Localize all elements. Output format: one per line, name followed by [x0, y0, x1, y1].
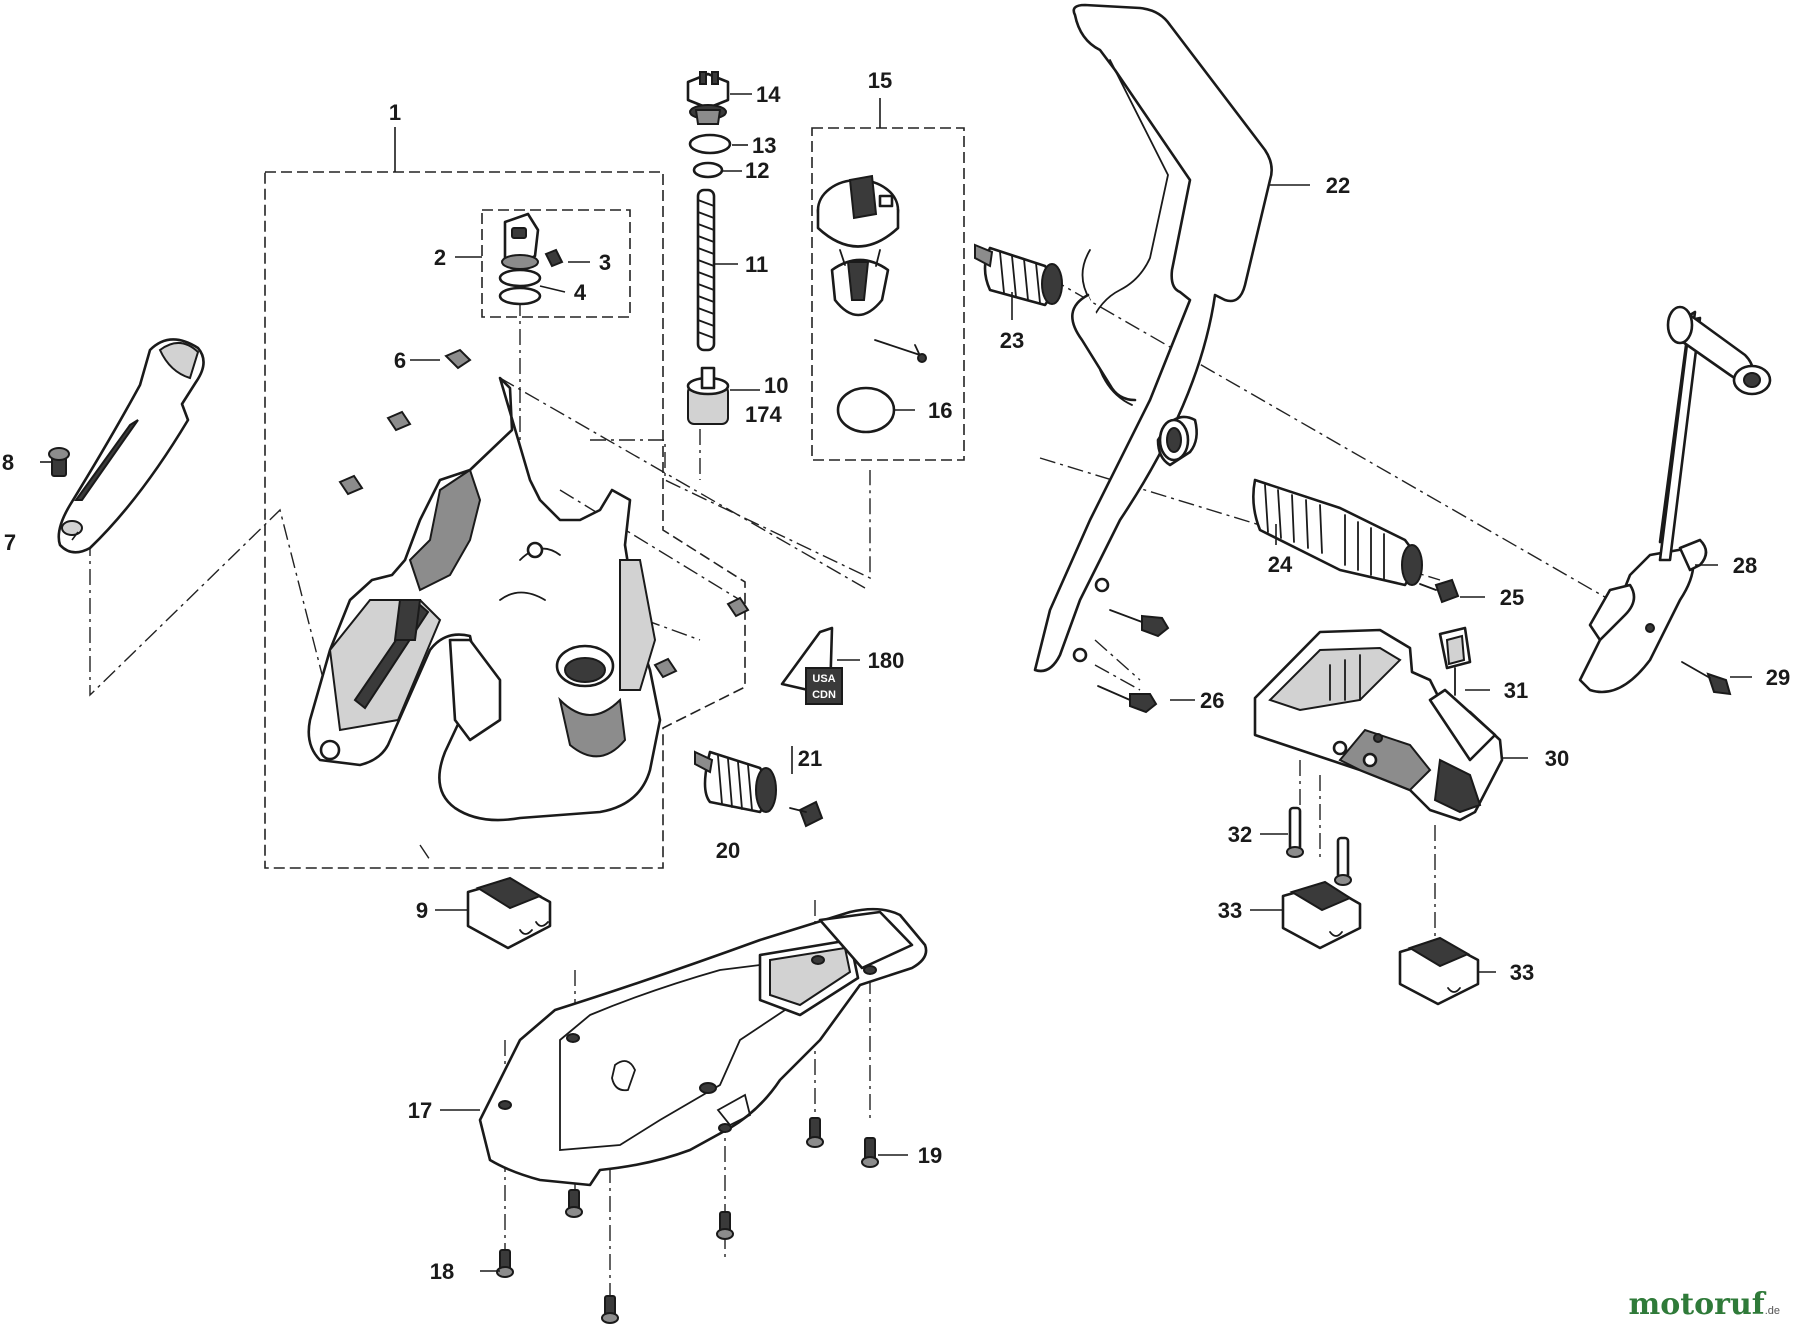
av-spring-24 [1252, 478, 1423, 587]
part-number-labels: 1 2 3 4 6 7 8 9 10 174 11 12 13 14 15 16… [2, 68, 1790, 1284]
fuel-hose-11 [696, 188, 716, 352]
rubber-foot-9 [466, 876, 552, 950]
screws-18 [496, 1189, 734, 1324]
group-box-1 [264, 171, 746, 869]
front-handle-bar-22 [1033, 3, 1273, 673]
watermark-logo: motoruf.de [1629, 1287, 1780, 1322]
label-part-3: 3 [599, 250, 611, 275]
o-rings-4 [498, 268, 542, 306]
label-part-2: 2 [434, 245, 446, 270]
group-box-2 [481, 209, 631, 318]
decal-text-cdn: CDN [812, 689, 836, 701]
label-part-30: 30 [1545, 746, 1569, 771]
cradle-30 [1253, 628, 1504, 822]
label-part-33b: 33 [1510, 960, 1534, 985]
av-spring-23 [974, 243, 1063, 307]
skid-plate-17 [478, 907, 928, 1187]
label-part-22: 22 [1326, 173, 1350, 198]
fuel-cap-seal-16 [836, 386, 896, 434]
leader-lines [40, 93, 1752, 1272]
label-part-20: 20 [716, 838, 740, 863]
screw-8 [48, 447, 70, 477]
rubber-foot-33b [1398, 936, 1480, 1006]
screw-3 [544, 248, 564, 268]
tool-holder-28 [1578, 538, 1708, 694]
label-part-24: 24 [1268, 552, 1293, 577]
oil-cap-2 [501, 212, 540, 270]
label-part-8: 8 [2, 450, 14, 475]
label-part-14: 14 [756, 82, 781, 107]
label-part-32: 32 [1228, 822, 1252, 847]
label-part-23: 23 [1000, 328, 1024, 353]
label-part-31: 31 [1504, 678, 1528, 703]
rear-handle-housing [307, 376, 662, 822]
label-part-174: 174 [745, 402, 782, 427]
av-spring-20 [694, 750, 777, 814]
label-part-18: 18 [430, 1259, 454, 1284]
label-part-10: 10 [764, 373, 788, 398]
fuel-filter-10 [686, 366, 730, 425]
clip-nuts-6 [338, 348, 750, 679]
label-part-12: 12 [745, 158, 769, 183]
label-part-29: 29 [1766, 665, 1790, 690]
label-part-6: 6 [394, 348, 406, 373]
screws-19 [806, 1117, 879, 1168]
label-part-7: 7 [4, 530, 16, 555]
fuel-cap-15 [816, 174, 927, 363]
o-ring-13 [688, 133, 732, 155]
assembly-center-lines [89, 277, 1611, 1310]
clip-31 [1438, 626, 1472, 696]
label-part-1: 1 [389, 100, 401, 125]
label-part-21: 21 [798, 746, 822, 771]
screw-29 [1681, 661, 1732, 696]
screws-32 [1286, 806, 1352, 886]
screw-25 [1419, 578, 1460, 604]
label-part-25: 25 [1500, 585, 1524, 610]
label-part-9: 9 [416, 898, 428, 923]
rubber-foot-33a [1281, 880, 1362, 950]
watermark-domain: .de [1764, 1305, 1780, 1317]
label-part-26: 26 [1200, 688, 1224, 713]
screw-21 [789, 800, 824, 828]
group-box-15 [811, 127, 965, 461]
o-ring-12 [692, 161, 724, 179]
watermark-brand: motoruf [1628, 1287, 1765, 1322]
combination-wrench [1658, 305, 1772, 562]
label-part-16: 16 [928, 398, 952, 423]
label-part-15: 15 [868, 68, 892, 93]
decal-180: USA CDN [780, 626, 843, 705]
label-part-180: 180 [868, 648, 905, 673]
label-part-19: 19 [918, 1143, 942, 1168]
handle-grip [57, 338, 205, 554]
decal-text-usa: USA [812, 673, 835, 685]
label-part-11: 11 [745, 252, 768, 277]
fuel-cap-vent-14 [686, 71, 730, 125]
label-part-13: 13 [752, 133, 776, 158]
screws-26 [1097, 609, 1170, 714]
label-part-17: 17 [408, 1098, 432, 1123]
label-part-28: 28 [1733, 553, 1757, 578]
label-part-4: 4 [574, 280, 587, 305]
label-part-33a: 33 [1218, 898, 1242, 923]
